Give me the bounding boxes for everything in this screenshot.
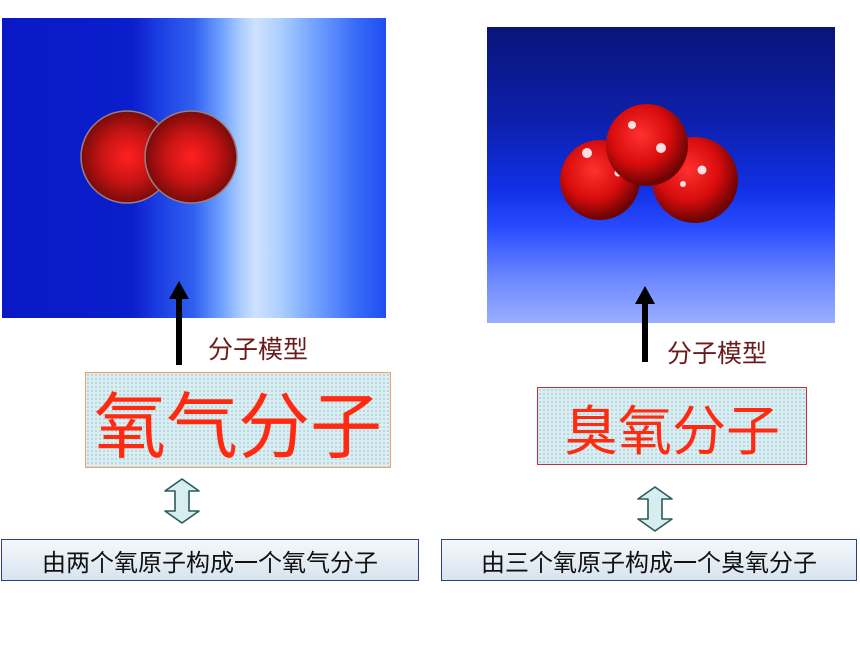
o3-up-arrow xyxy=(635,286,655,362)
oxygen-molecule-name-box: 氧气分子 xyxy=(85,372,391,469)
o2-up-arrow xyxy=(169,281,189,365)
o2-atom-right xyxy=(144,110,238,204)
ozone-caption: 由三个氧原子构成一个臭氧分子 xyxy=(481,548,817,577)
ozone-molecule-name: 臭氧分子 xyxy=(564,399,780,463)
oxygen-molecule-name: 氧气分子 xyxy=(93,384,382,469)
ozone-molecule-name-box: 臭氧分子 xyxy=(537,387,807,465)
o2-double-arrow-icon xyxy=(161,478,203,528)
o3-double-arrow-icon xyxy=(634,486,676,536)
oxygen-caption-box: 由两个氧原子构成一个氧气分子 xyxy=(1,539,419,581)
oxygen-caption: 由两个氧原子构成一个氧气分子 xyxy=(42,548,378,577)
oxygen-molecule-model-image xyxy=(2,18,386,318)
ozone-caption-box: 由三个氧原子构成一个臭氧分子 xyxy=(441,539,857,581)
o3-atom-top xyxy=(606,104,688,186)
ozone-molecule-model-image xyxy=(487,27,835,323)
o3-model-label: 分子模型 xyxy=(667,339,768,368)
o2-model-label: 分子模型 xyxy=(208,335,309,364)
